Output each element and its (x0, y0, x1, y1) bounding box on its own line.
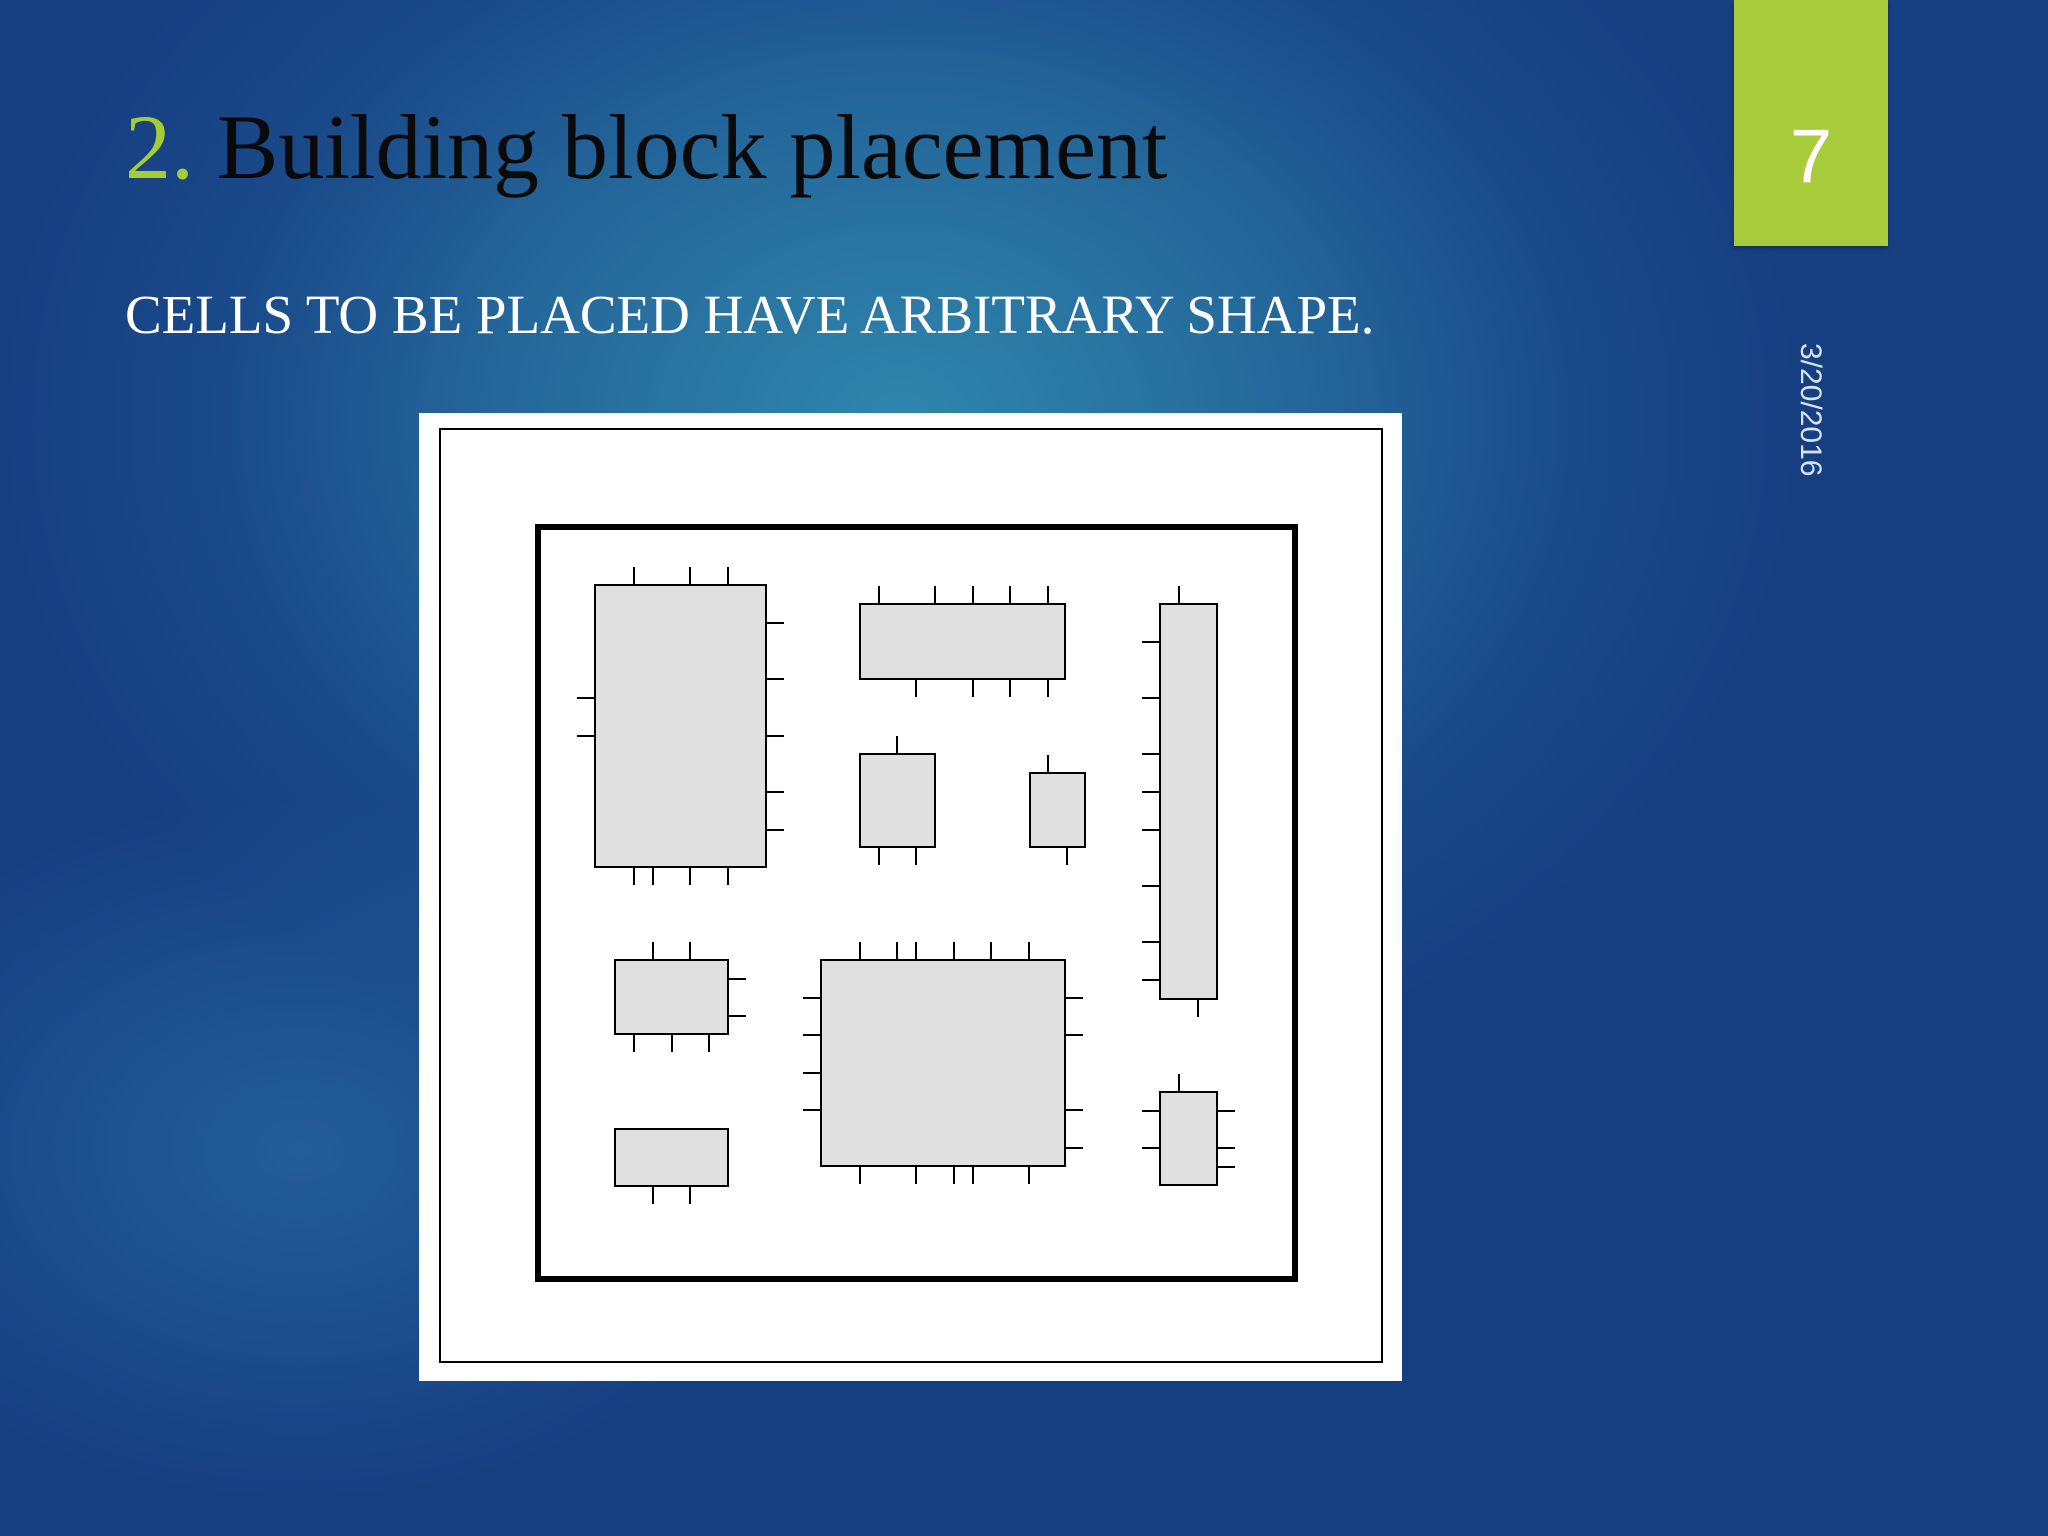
chip-boundary (535, 524, 1298, 1282)
title-number: 2. (125, 96, 194, 198)
cell-tall-right (1159, 603, 1218, 1000)
placement-diagram (419, 413, 1402, 1381)
cell-small-a (859, 753, 936, 848)
slide-date: 3/20/2016 (1794, 343, 1827, 477)
cell-pins (577, 567, 1235, 1204)
diagram-outer-frame (439, 428, 1383, 1363)
cell-small-right (1159, 1091, 1218, 1186)
title-text: Building block placement (217, 96, 1168, 198)
cell-small-b (1029, 772, 1086, 848)
page-number-box: 7 (1734, 0, 1888, 246)
cell-top-wide (859, 603, 1066, 680)
diagram-background (419, 413, 1402, 1381)
cell-mid-left (614, 959, 729, 1035)
cell-bottom-left (614, 1128, 729, 1187)
slide-title: 2. Building block placement (125, 92, 1167, 202)
cell-center-large (820, 959, 1066, 1167)
cell-large-left (594, 584, 767, 868)
page-number: 7 (1789, 114, 1833, 199)
slide-subtitle: CELLS TO BE PLACED HAVE ARBITRARY SHAPE. (125, 284, 1375, 345)
